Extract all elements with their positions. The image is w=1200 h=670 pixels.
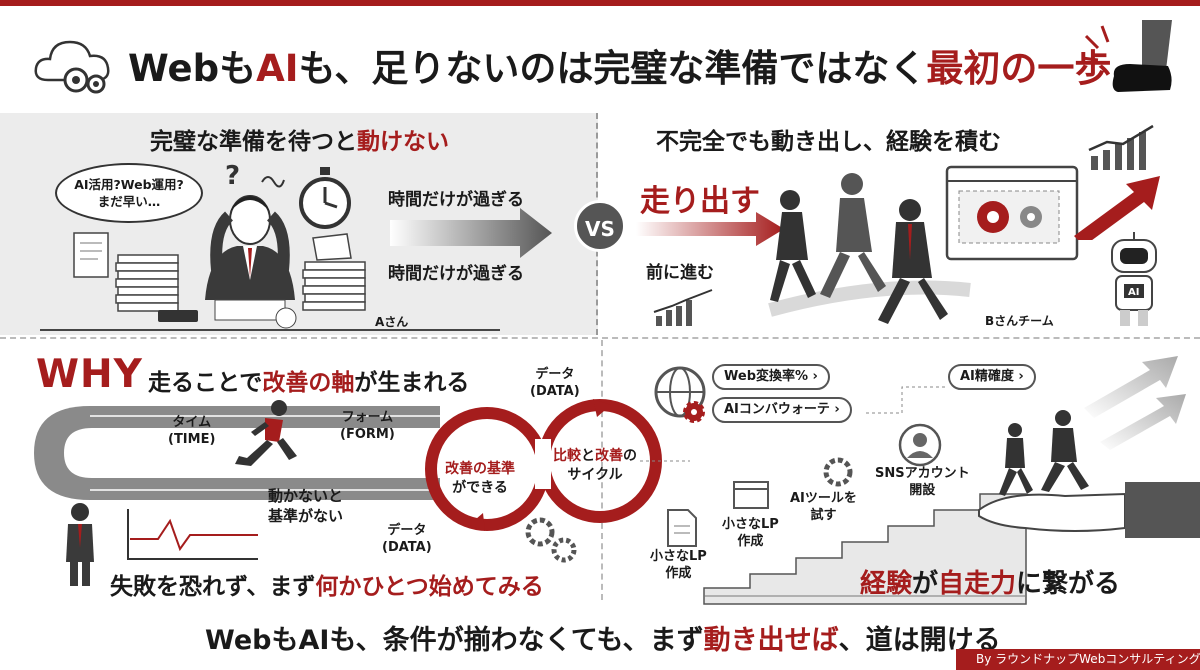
small-growth-chart-icon	[653, 289, 713, 326]
cloud-gear-icon	[34, 40, 110, 94]
red-speed-arrow	[636, 212, 784, 246]
staircase-graphic	[703, 493, 1027, 605]
data-label-bottom: データ (DATA)	[382, 523, 432, 555]
sns-step-label: SNSアカウント 開設	[875, 466, 970, 498]
growth-chart-icon	[1088, 124, 1154, 170]
lp-step-label-1: 小さなLP 作成	[722, 517, 779, 549]
connector-lines	[640, 386, 948, 462]
why-subtitle: 走ることで改善の軸が生まれる	[148, 370, 470, 396]
desk-line	[40, 307, 500, 331]
running-track	[34, 406, 440, 500]
title-part-4: 最初の一歩	[926, 47, 1112, 90]
red-up-arrow	[1074, 176, 1160, 240]
lp-step-label-2: 小さなLP 作成	[650, 549, 707, 581]
experience-slogan: 経験が自走力に繋がる	[860, 569, 1121, 599]
footer-message: WebもAIも、条件が揃わなくても、まず動き出せば、道は開ける	[205, 625, 1001, 656]
time-label: タイム (TIME)	[168, 415, 216, 447]
time-passes-text-2: 時間だけが過ぎる	[388, 264, 524, 284]
robot-icon: AI	[1111, 232, 1157, 326]
robot-ai-label: AI	[1128, 287, 1139, 298]
worried-person-a: ?	[205, 161, 295, 321]
no-baseline-text: 動かないと 基準がない	[268, 487, 344, 525]
credit-label: By ラウンドナップWebコンサルティング	[956, 649, 1200, 670]
gear-step-icon	[823, 457, 853, 487]
page-title: WebもAIも、足りないのは完璧な準備ではなく最初の一歩	[128, 38, 1111, 92]
runner-icon	[235, 400, 297, 466]
top-accent-bar	[0, 0, 1200, 6]
form-label: フォーム (FORM)	[340, 410, 395, 442]
ai-tool-step-label: AIツールを 試す	[790, 491, 857, 523]
title-part-2: AI	[256, 47, 299, 90]
red-gear-icon	[683, 401, 705, 423]
title-part-1: Webも	[128, 47, 257, 90]
move-forward-label: 前に進む	[646, 263, 714, 283]
person-a-label: Aさん	[375, 315, 409, 329]
ai-conversion-pill: AIコンバウォーテ ›	[712, 397, 852, 423]
stress-scribble-icon	[261, 176, 285, 188]
action-heading: 不完全でも動き出し、経験を積む	[656, 129, 1001, 155]
start-running-label: 走り出す	[640, 184, 760, 219]
time-passes-text-1: 時間だけが過ぎる	[388, 190, 524, 210]
vs-badge: VS	[574, 200, 626, 252]
team-b-label: Bさんチーム	[985, 314, 1054, 328]
upward-arrows	[1084, 356, 1186, 450]
thought-bubble: AI活用?Web運用? まだ早い…	[55, 163, 203, 223]
why-label: WHY	[36, 352, 143, 397]
document-stack-icon	[73, 232, 179, 312]
start-something-text: 失敗を恐れず、まず何かひとつ始めてみる	[110, 574, 544, 600]
running-team-b	[768, 173, 971, 324]
title-part-3: も、足りないのは完璧な準備ではなく	[298, 47, 927, 90]
section-divider-horizontal	[0, 337, 1200, 339]
data-label-top: データ (DATA)	[530, 367, 580, 399]
cycle-left-text: 改善の基準 ができる	[445, 461, 515, 496]
document-icon	[667, 509, 697, 547]
helping-hand-with-runners	[978, 410, 1200, 538]
gears-icon	[525, 517, 577, 563]
stopwatch-icon	[299, 167, 351, 229]
browser-window-icon	[733, 481, 769, 509]
standing-person-icon	[66, 503, 94, 586]
flat-line-graph	[127, 509, 258, 560]
ai-accuracy-pill: AI精確度 ›	[948, 364, 1036, 390]
section-divider-vertical	[601, 340, 603, 600]
user-avatar-icon	[898, 423, 942, 467]
time-passing-arrow	[390, 208, 552, 258]
bubble-line-2: まだ早い…	[97, 194, 161, 209]
improvement-cycle-diagram	[425, 399, 662, 531]
paper-pile-icon	[302, 233, 366, 311]
web-conversion-pill: Web変換率% ›	[712, 364, 830, 390]
waiting-heading: 完璧な準備を待つと動けない	[150, 129, 449, 155]
bubble-line-1: AI活用?Web運用?	[74, 177, 184, 192]
cycle-right-text: 比較と改善の サイクル	[553, 448, 637, 483]
stepping-foot-icon	[1081, 20, 1172, 92]
svg-text:?: ?	[225, 161, 240, 191]
dashboard-window-icon	[945, 165, 1079, 261]
